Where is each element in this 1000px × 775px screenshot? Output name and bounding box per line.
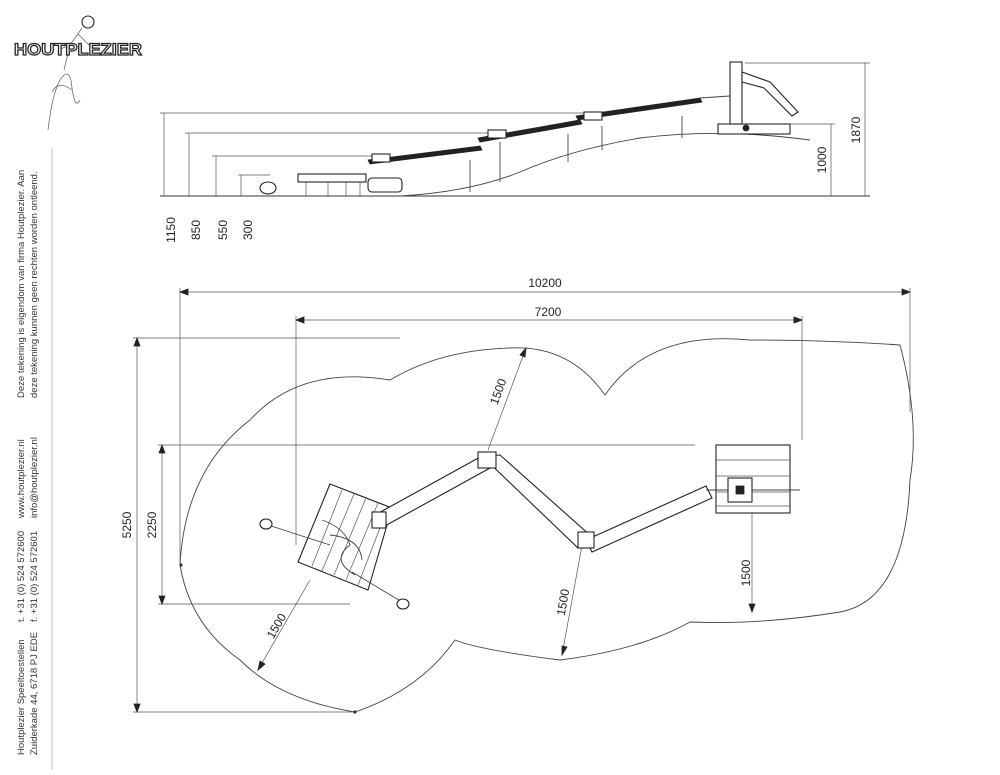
company-info: Houtplezier Speeltoestellen Zuiderkade 4… xyxy=(16,170,40,755)
plan-dim-overall-width: 10200 xyxy=(528,276,562,290)
logo-text: HOUTPLEZIER xyxy=(14,40,142,59)
company-address: Zuiderkade 44, 6718 PJ EDE xyxy=(29,632,40,755)
company-fax: f. +31 (0) 524 572601 xyxy=(29,531,40,622)
plan-dim-clearance-bottom-mid: 1500 xyxy=(554,588,572,617)
plan-dim-inner-depth: 2250 xyxy=(145,511,159,538)
company-logo: HOUTPLEZIER xyxy=(13,15,143,131)
height-dim-300: 300 xyxy=(241,220,255,240)
company-phone: t. +31 (0) 524 572600 xyxy=(16,531,27,622)
plan-dim-overall-depth: 5250 xyxy=(120,511,134,538)
height-dim-1150: 1150 xyxy=(164,217,178,243)
plan-view xyxy=(133,288,914,714)
height-dim-1000: 1000 xyxy=(815,146,829,173)
height-dim-850: 850 xyxy=(189,220,203,240)
height-dim-1870: 1870 xyxy=(849,116,863,143)
plan-dim-clearance-right: 1500 xyxy=(739,559,753,586)
plan-dim-inner-width: 7200 xyxy=(535,305,562,319)
copyright-line-1: Deze tekening is eigendom van firma Hout… xyxy=(16,170,27,398)
height-dim-550: 550 xyxy=(216,220,230,240)
company-website[interactable]: www.houtplezier.nl xyxy=(16,439,27,519)
copyright-line-2: deze tekening kunnen geen rechten worden… xyxy=(29,171,40,398)
company-email[interactable]: info@houtplezier.nl xyxy=(29,437,40,518)
plan-dim-clearance-bottom-left: 1500 xyxy=(264,611,290,641)
elevation-view xyxy=(160,61,870,197)
company-name: Houtplezier Speeltoestellen xyxy=(16,639,27,755)
